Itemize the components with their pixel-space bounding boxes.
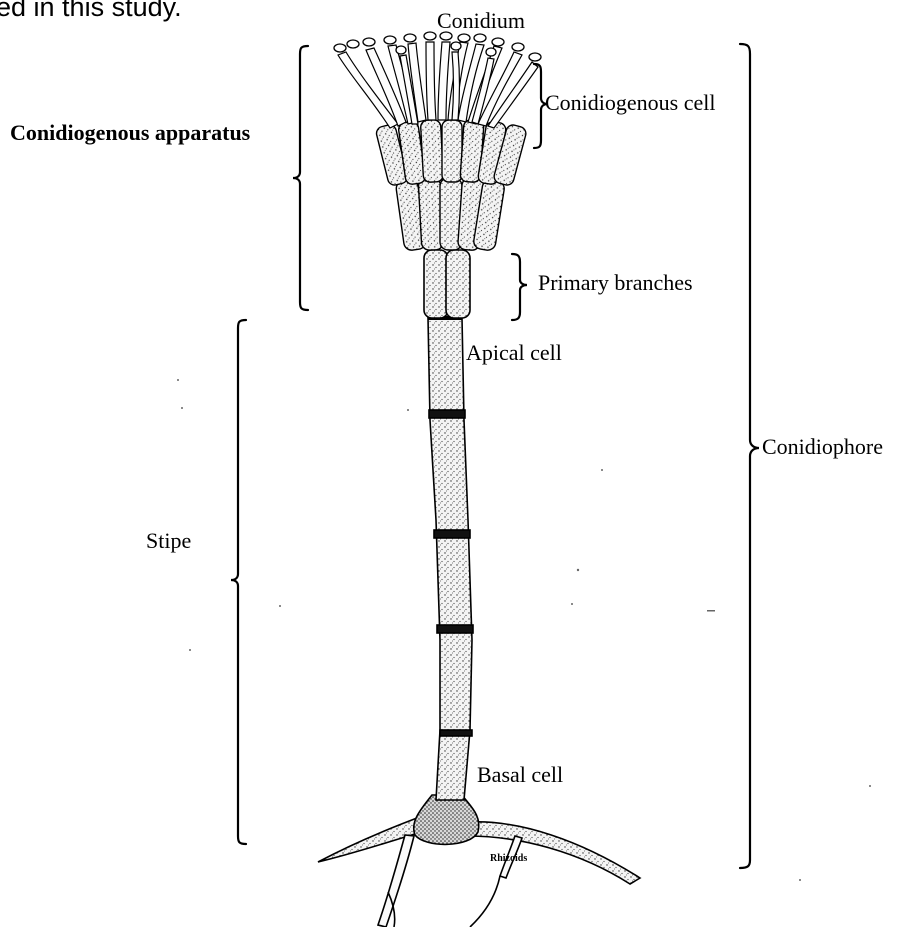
bracket-stipe bbox=[231, 320, 246, 844]
bracket-conidiophore bbox=[740, 44, 759, 868]
label-conidium: Conidium bbox=[437, 8, 525, 34]
rhizoids-drawing bbox=[318, 815, 640, 927]
label-conidiogenous-cell: Conidiogenous cell bbox=[545, 90, 715, 116]
caption-fragment: ed in this study. bbox=[0, 0, 182, 23]
bracket-conidiogenous-apparatus bbox=[293, 46, 308, 310]
metulae-drawing bbox=[375, 119, 527, 251]
label-basal-cell: Basal cell bbox=[477, 762, 563, 788]
phialides-drawing bbox=[338, 42, 538, 128]
label-conidiophore: Conidiophore bbox=[762, 434, 883, 460]
label-apical-cell: Apical cell bbox=[466, 340, 562, 366]
stipe-drawing bbox=[428, 318, 473, 800]
primary-branches-drawing bbox=[424, 250, 470, 318]
conidia-drawing bbox=[334, 32, 541, 61]
label-stipe: Stipe bbox=[146, 528, 191, 554]
label-primary-branches: Primary branches bbox=[538, 270, 693, 296]
basal-swelling bbox=[414, 795, 479, 844]
label-conidiogenous-apparatus: Conidiogenous apparatus bbox=[10, 120, 250, 146]
bracket-primary-branches bbox=[512, 254, 527, 320]
label-rhizoids: Rhizoids bbox=[490, 853, 527, 864]
